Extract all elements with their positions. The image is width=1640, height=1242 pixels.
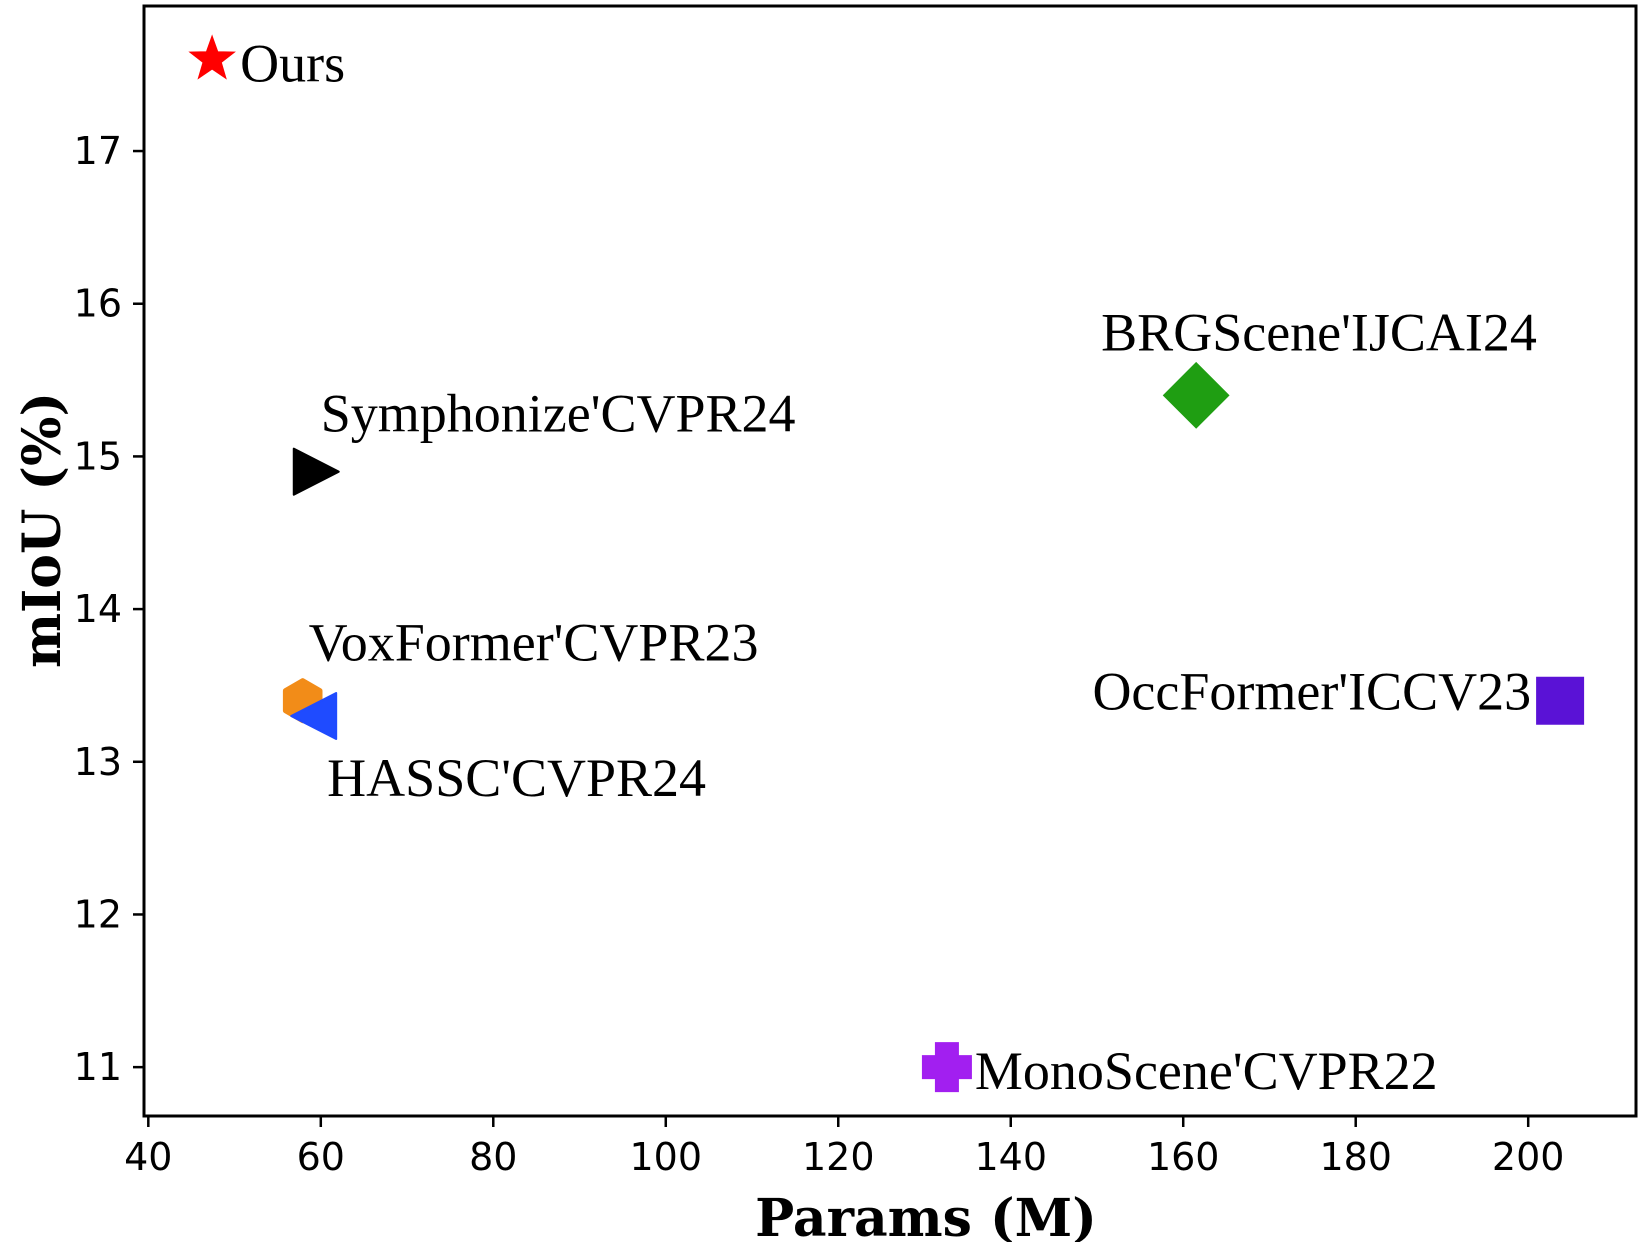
x-tick-label: 160	[1147, 1135, 1220, 1179]
y-tick-label: 13	[74, 740, 122, 784]
point-marker-star	[188, 34, 236, 80]
y-tick-label: 15	[74, 434, 122, 478]
x-tick-label: 120	[802, 1135, 875, 1179]
x-tick-label: 200	[1492, 1135, 1565, 1179]
y-tick-label: 14	[74, 587, 122, 631]
point-label: Symphonize'CVPR24	[321, 384, 796, 444]
y-tick-label: 16	[74, 282, 122, 326]
y-axis-ticks: 11 12 13 14 15 16 17	[74, 129, 144, 1089]
x-axis-title: Params (M)	[755, 1188, 1097, 1242]
data-points	[188, 34, 1585, 1093]
point-marker-diamond	[1162, 361, 1230, 429]
y-tick-label: 11	[74, 1045, 122, 1089]
x-tick-label: 100	[630, 1135, 703, 1179]
y-axis-title: mIoU (%)	[12, 392, 73, 668]
x-tick-label: 180	[1319, 1135, 1392, 1179]
y-tick-label: 12	[74, 892, 122, 936]
point-label: HASSC'CVPR24	[327, 748, 706, 808]
x-axis-ticks: 40 60 80 100 120 140 160 180 200	[124, 1116, 1564, 1179]
x-tick-label: 60	[297, 1135, 345, 1179]
point-marker-triangle-right	[292, 447, 340, 496]
point-label: MonoScene'CVPR22	[975, 1041, 1438, 1101]
point-marker-triangle-left	[290, 691, 338, 740]
x-tick-label: 140	[974, 1135, 1047, 1179]
point-marker-plus	[921, 1042, 972, 1093]
point-marker-square	[1536, 676, 1585, 725]
point-label: BRGScene'IJCAI24	[1101, 302, 1537, 362]
plot-area	[142, 4, 1638, 1118]
x-tick-label: 80	[469, 1135, 517, 1179]
y-tick-label: 17	[74, 129, 122, 173]
x-tick-label: 40	[124, 1135, 172, 1179]
point-label: VoxFormer'CVPR23	[309, 613, 759, 673]
point-label: OccFormer'ICCV23	[1092, 662, 1531, 722]
point-label: Ours	[240, 33, 345, 93]
